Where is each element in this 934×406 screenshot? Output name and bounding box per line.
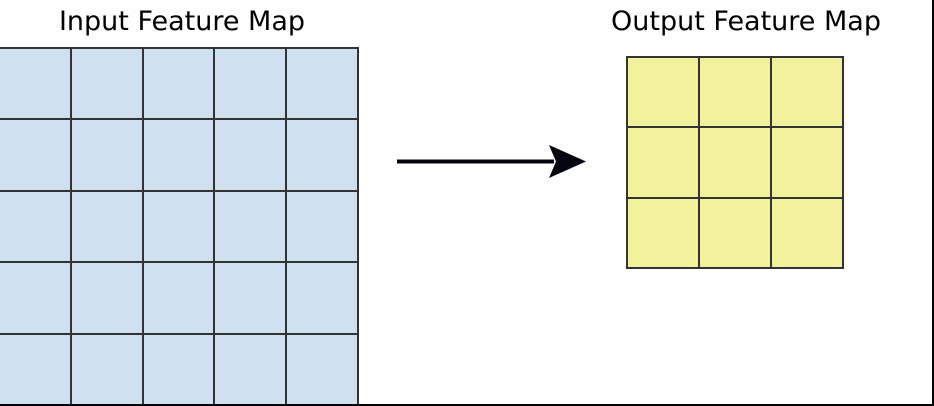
- input-feature-map-grid: [0, 47, 359, 404]
- input-cell: [215, 263, 286, 333]
- input-cell: [215, 334, 286, 404]
- output-feature-map-grid: [626, 56, 844, 269]
- output-cell: [772, 58, 842, 127]
- input-cell: [215, 120, 286, 190]
- arrow-head: [549, 145, 586, 178]
- output-cell: [628, 198, 698, 267]
- input-cell: [71, 334, 142, 404]
- input-cell: [287, 49, 357, 119]
- input-cell: [215, 191, 286, 262]
- input-cell: [0, 120, 70, 190]
- input-cell: [71, 120, 142, 190]
- input-cell: [0, 263, 70, 333]
- output-cell: [772, 128, 842, 197]
- input-cell: [71, 191, 142, 262]
- output-cell: [700, 198, 770, 267]
- input-cell: [287, 120, 357, 190]
- output-feature-map-title: Output Feature Map: [611, 6, 881, 37]
- transform-arrow-icon: [397, 145, 586, 178]
- input-cell: [287, 191, 357, 262]
- output-cell: [628, 128, 698, 197]
- input-cell: [143, 120, 214, 190]
- input-cell: [143, 263, 214, 333]
- input-cell: [143, 49, 214, 119]
- input-cell: [71, 49, 142, 119]
- input-cell: [0, 49, 70, 119]
- input-feature-map-title: Input Feature Map: [58, 6, 306, 37]
- input-cell: [215, 49, 286, 119]
- input-cell: [143, 191, 214, 262]
- output-cell: [772, 198, 842, 267]
- input-cell: [143, 334, 214, 404]
- input-cell: [0, 334, 70, 404]
- input-cell: [0, 191, 70, 262]
- input-cell: [287, 334, 357, 404]
- input-cell: [71, 263, 142, 333]
- output-cell: [700, 58, 770, 127]
- output-cell: [628, 58, 698, 127]
- input-cell: [287, 263, 357, 333]
- output-cell: [700, 128, 770, 197]
